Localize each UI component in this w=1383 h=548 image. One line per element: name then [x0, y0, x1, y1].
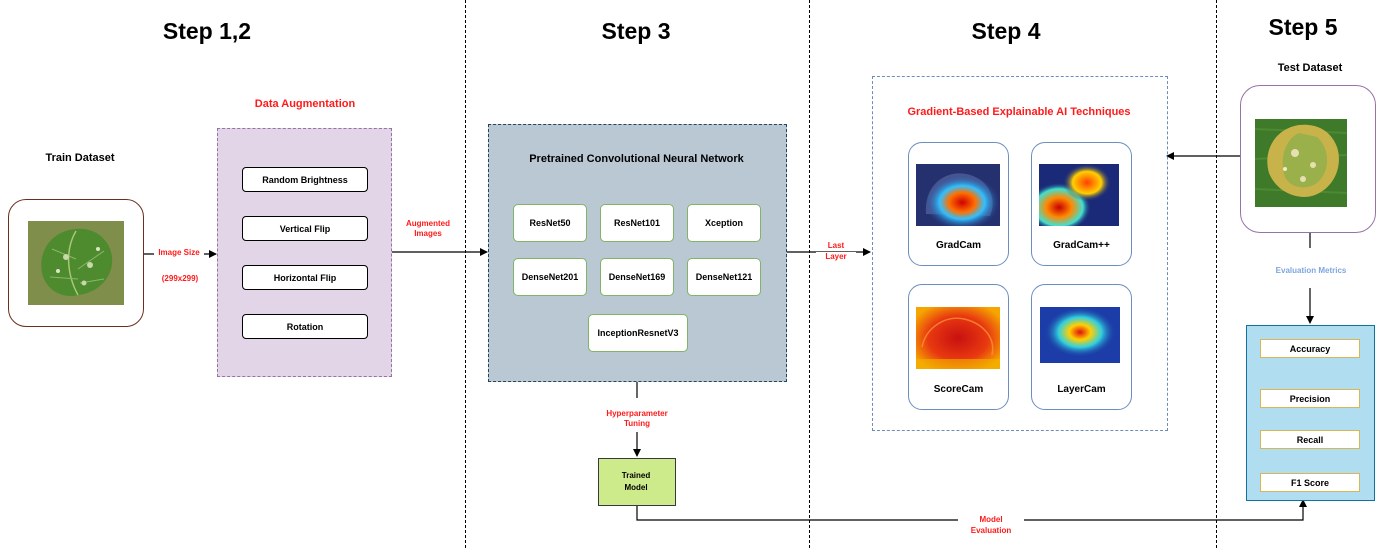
metric-recall: Recall	[1260, 430, 1360, 449]
cnn-title: Pretrained Convolutional Neural Network	[529, 153, 744, 165]
aug-horizontal-flip: Horizontal Flip	[242, 265, 368, 290]
step-title-5: Step 5	[1268, 14, 1338, 40]
image-size-dims: (299x299)	[161, 274, 199, 283]
card-layercam-label: LayerCam	[1057, 384, 1106, 395]
separator-2	[809, 0, 810, 548]
xai-panel	[872, 76, 1168, 431]
gradcam-heatmap	[916, 164, 1000, 226]
card-gradcam: GradCam	[908, 142, 1009, 266]
layercam-heatmap	[1040, 307, 1120, 363]
aug-vertical-flip: Vertical Flip	[242, 216, 368, 241]
step-title-4: Step 4	[971, 18, 1041, 44]
trained-model-label-1: Trained	[621, 471, 651, 480]
separator-1	[465, 0, 466, 548]
card-gradcam-label: GradCam	[935, 240, 981, 251]
aug-rotation: Rotation	[242, 314, 368, 339]
model-densenet169: DenseNet169	[600, 258, 674, 296]
model-densenet201: DenseNet201	[513, 258, 587, 296]
aug-random-brightness: Random Brightness	[242, 167, 368, 192]
augmented-images-label-2: Images	[414, 229, 442, 238]
card-gradcampp: GradCam++	[1031, 142, 1132, 266]
card-gradcampp-label: GradCam++	[1053, 240, 1110, 251]
test-leaf-image	[1255, 119, 1347, 207]
model-inceptionresnetv3: InceptionResnetV3	[588, 314, 688, 352]
step-title-3: Step 3	[601, 18, 671, 44]
test-dataset-frame	[1240, 85, 1376, 233]
trained-model-label-2: Model	[624, 483, 648, 492]
card-scorecam: ScoreCam	[908, 284, 1009, 410]
hyperparameter-tuning-label-2: Tuning	[623, 419, 651, 428]
train-dataset-title: Train Dataset	[45, 152, 115, 164]
test-dataset-title: Test Dataset	[1277, 62, 1343, 74]
last-layer-label-2: Layer	[816, 252, 856, 262]
gradcampp-heatmap	[1039, 164, 1119, 226]
card-layercam: LayerCam	[1031, 284, 1132, 410]
model-resnet50: ResNet50	[513, 204, 587, 242]
scorecam-heatmap	[916, 307, 1000, 369]
metric-precision: Precision	[1260, 389, 1360, 408]
train-leaf-image	[28, 221, 124, 305]
model-evaluation-label-2: Evaluation	[958, 526, 1024, 536]
metric-accuracy: Accuracy	[1260, 339, 1360, 358]
card-scorecam-label: ScoreCam	[933, 384, 984, 395]
model-evaluation-label-1: Model	[958, 515, 1024, 525]
last-layer-label-1: Last	[816, 241, 856, 251]
train-dataset-frame	[8, 199, 144, 327]
model-xception: Xception	[687, 204, 761, 242]
augmentation-panel	[217, 128, 392, 377]
separator-3	[1216, 0, 1217, 548]
xai-title: Gradient-Based Explainable AI Techniques	[907, 106, 1131, 118]
model-densenet121: DenseNet121	[687, 258, 761, 296]
model-resnet101: ResNet101	[600, 204, 674, 242]
evaluation-metrics-label: Evaluation Metrics	[1275, 266, 1347, 275]
hyperparameter-tuning-label-1: Hyperparameter	[606, 409, 668, 418]
trained-model-box	[598, 458, 676, 506]
augmented-images-label-1: Augmented	[406, 219, 450, 228]
step-title-1-2: Step 1,2	[162, 18, 252, 44]
image-size-label: Image Size	[154, 248, 204, 258]
metric-f1-score: F1 Score	[1260, 473, 1360, 492]
augmentation-title: Data Augmentation	[254, 98, 356, 110]
